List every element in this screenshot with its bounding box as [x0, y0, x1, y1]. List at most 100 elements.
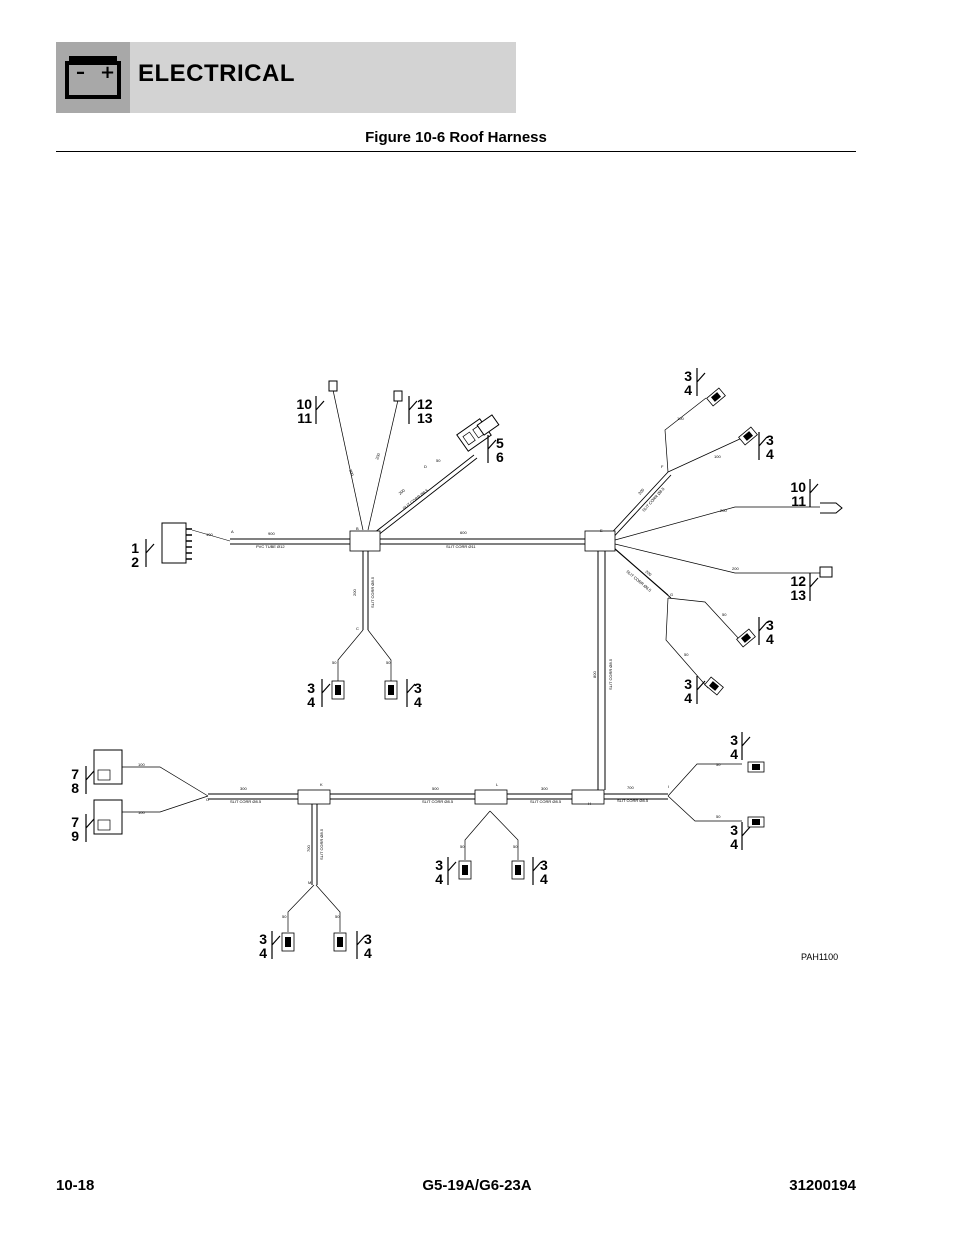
node-label-b: B: [356, 526, 359, 531]
connector-g-right: [736, 628, 756, 648]
dim-label: 50: [386, 660, 391, 665]
connector-c-right: [384, 680, 398, 700]
dim-label: 200: [374, 452, 381, 461]
callout-10-top: 10: [296, 396, 312, 412]
dim-label: 50: [716, 814, 721, 819]
dim-label: 200: [732, 566, 739, 571]
connector-f-right: [738, 426, 758, 446]
connector-block-79: [93, 799, 123, 835]
node-label-e: E: [600, 528, 603, 533]
callout-4-k-left: 4: [259, 945, 267, 961]
dim-label: 800: [592, 671, 597, 678]
callout-1: 1: [131, 540, 139, 556]
connector-i-bottom: [747, 816, 765, 828]
callout-12-top: 12: [417, 396, 433, 412]
section-title: ELECTRICAL: [138, 60, 295, 87]
callout-5: 5: [496, 435, 504, 451]
sleeve-label: SLIT CORR Ø8.5: [641, 486, 666, 513]
callout-3-c-right: 3: [414, 680, 422, 696]
node-label-m: M: [308, 880, 311, 885]
figure-title: Figure 10-6 Roof Harness: [365, 129, 547, 146]
connector-g-bottom: [704, 676, 724, 696]
callout-4-l-left: 4: [435, 871, 443, 887]
dim-label: 200: [644, 569, 653, 578]
callout-3-i-bottom: 3: [730, 822, 738, 838]
connector-main-plug: [161, 522, 231, 564]
callout-4-i-bottom: 4: [730, 836, 738, 852]
model-number: G5-19A/G6-23A: [422, 1177, 532, 1194]
callout-4-c-left: 4: [307, 694, 315, 710]
node-label-d: D: [424, 464, 427, 469]
connector-m-right: [333, 932, 347, 952]
connector-f-top: [706, 387, 726, 407]
callout-3-k-right: 3: [364, 931, 372, 947]
dim-label: 50: [335, 914, 340, 919]
node-label-a: A: [231, 529, 234, 534]
callout-4-g-bottom: 4: [684, 690, 692, 706]
callout-3-g-right: 3: [766, 617, 774, 633]
dim-label: 300: [541, 786, 548, 791]
dim-label: 100: [677, 416, 684, 421]
connector-l-right: [511, 860, 525, 880]
dim-label: 500: [432, 786, 439, 791]
dim-label: 600: [460, 530, 467, 535]
dim-label: 50: [460, 844, 465, 849]
dim-label: 200: [398, 487, 407, 496]
connector-c-left: [331, 680, 345, 700]
connector-i-top: [747, 761, 765, 773]
dim-label: 300: [240, 786, 247, 791]
sleeve-label: SLIT CORR Ø8.5: [530, 799, 562, 804]
node-label-k: K: [320, 782, 323, 787]
dim-label: 50: [722, 612, 727, 617]
callout-3-c-left: 3: [307, 680, 315, 696]
node-label-o: O: [206, 797, 209, 802]
dim-label: 50: [436, 458, 441, 463]
sleeve-label: SLIT CORR Ø8.5: [230, 799, 262, 804]
dim-label: 200: [352, 589, 357, 596]
callout-11-top: 11: [297, 410, 312, 426]
callout-3-f-right: 3: [766, 432, 774, 448]
dim-label: 50: [332, 660, 337, 665]
callout-6: 6: [496, 449, 504, 465]
section-header-band: [56, 42, 516, 113]
dim-label: 200: [720, 508, 727, 513]
document-number: 31200194: [789, 1177, 856, 1194]
connector-l-left: [458, 860, 472, 880]
sleeve-label: SLIT CORR Ø8.5: [370, 576, 375, 608]
sleeve-label: SLIT CORR Ø8.5: [617, 798, 649, 803]
dim-label: 50: [716, 762, 721, 767]
dim-label: 50: [513, 844, 518, 849]
callout-3-f-top: 3: [684, 368, 692, 384]
node-label-i: I: [668, 784, 669, 789]
figure-reference-code: PAH1100: [801, 952, 838, 962]
callout-10-right: 10: [790, 479, 806, 495]
callout-8: 8: [71, 780, 79, 796]
callout-12-right: 12: [790, 573, 806, 589]
callout-4-f-right: 4: [766, 446, 774, 462]
callout-7-bottom: 7: [71, 814, 79, 830]
node-label-h: H: [588, 801, 591, 806]
dim-label: 700: [306, 845, 311, 852]
battery-icon: – +: [56, 42, 130, 113]
callout-3-i-top: 3: [730, 732, 738, 748]
callout-7-top: 7: [71, 766, 79, 782]
callout-3-k-left: 3: [259, 931, 267, 947]
sleeve-label: PVC TUBE Ø12: [256, 544, 285, 549]
dim-label: 700: [627, 785, 634, 790]
page-number: 10-18: [56, 1177, 95, 1194]
dim-label: 100: [138, 762, 145, 767]
callout-9: 9: [71, 828, 79, 844]
callout-4-f-top: 4: [684, 382, 692, 398]
callout-4-c-right: 4: [414, 694, 422, 710]
callout-4-l-right: 4: [540, 871, 548, 887]
callout-4-k-right: 4: [364, 945, 372, 961]
connector-block-78: [93, 749, 123, 785]
dim-label: 50: [684, 652, 689, 657]
node-label-g: G: [670, 592, 673, 597]
callout-13-right: 13: [790, 587, 806, 603]
node-label-c: C: [356, 626, 359, 631]
sleeve-label: SLIT CORR Ø11: [446, 544, 476, 549]
callout-3-l-left: 3: [435, 857, 443, 873]
sleeve-label: SLIT CORR Ø8.5: [319, 828, 324, 860]
